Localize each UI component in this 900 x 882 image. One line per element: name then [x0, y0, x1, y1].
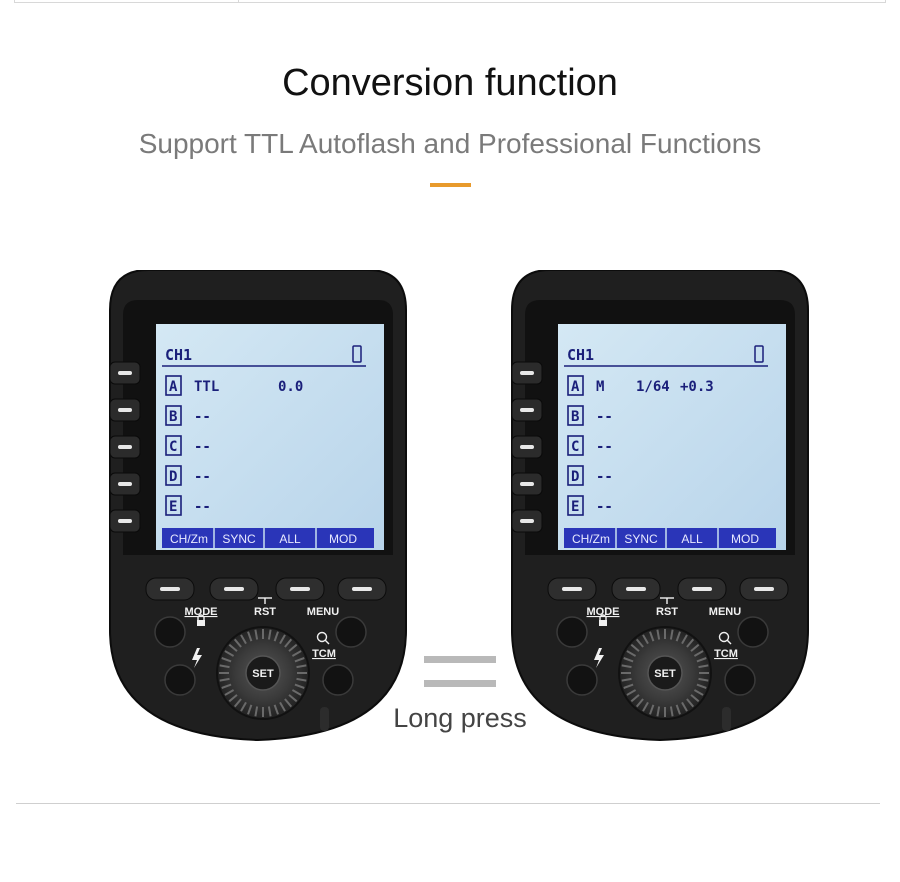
group-letter: D: [571, 469, 579, 485]
long-press-caption: Long press: [393, 703, 527, 733]
softkey-bar: [564, 528, 776, 548]
softkey-label: CH/Zm: [572, 532, 610, 546]
softkey-label: SYNC: [624, 532, 658, 546]
group-letter-box: [567, 435, 584, 456]
page-subtitle: Support TTL Autoflash and Professional F…: [138, 128, 762, 159]
round-button[interactable]: [566, 664, 598, 696]
set-button[interactable]: [245, 655, 281, 691]
rst-label: RST: [656, 606, 678, 618]
tcm-label: TCM: [312, 648, 336, 660]
round-button[interactable]: [322, 664, 354, 696]
mode-label: MODE: [587, 606, 620, 618]
softkey-label: MOD: [329, 532, 357, 546]
lock-icon: [197, 620, 205, 626]
round-button[interactable]: [154, 616, 186, 648]
lcd-screen: [558, 324, 786, 550]
page-title: Conversion function: [282, 62, 618, 104]
round-button[interactable]: [164, 664, 196, 696]
softkey-bar: [162, 528, 374, 548]
menu-label: MENU: [709, 606, 741, 618]
group-mode: --: [194, 499, 211, 515]
group-letter-box: [165, 495, 182, 516]
bottom-divider: [16, 803, 880, 804]
group-mode: M: [596, 379, 604, 395]
softkey-label: ALL: [279, 532, 301, 546]
group-letter-box: [567, 495, 584, 516]
group-letter-box: [165, 465, 182, 486]
zoom-icon: [316, 631, 328, 643]
lcd-screen: [156, 324, 384, 550]
group-letter: C: [571, 439, 579, 455]
group-letter: B: [169, 409, 177, 425]
group-mode: --: [596, 409, 613, 425]
group-letter-box: [567, 405, 584, 426]
battery-icon: [352, 345, 362, 363]
tcm-label: TCM: [714, 648, 738, 660]
softkey-label: MOD: [731, 532, 759, 546]
strap-notch: [320, 707, 329, 731]
lcd-channel: CH1: [165, 346, 192, 364]
round-button[interactable]: [737, 616, 769, 648]
group-letter-box: [567, 375, 584, 396]
group-letter: A: [169, 379, 178, 395]
round-button[interactable]: [724, 664, 756, 696]
lock-icon: [599, 620, 607, 626]
group-ratio: 1/64: [636, 379, 670, 395]
softkey-label: SYNC: [222, 532, 256, 546]
group-letter-box: [165, 405, 182, 426]
accent-underline: [430, 183, 471, 187]
group-letter-box: [165, 375, 182, 396]
flash-icon: [192, 648, 202, 668]
group-mode: --: [596, 439, 613, 455]
equals-icon: [424, 656, 496, 688]
group-mode: --: [194, 409, 211, 425]
group-letter: E: [571, 499, 579, 515]
round-button[interactable]: [556, 616, 588, 648]
group-letter: B: [571, 409, 579, 425]
group-letter: C: [169, 439, 177, 455]
group-value: 0.0: [278, 379, 303, 395]
group-mode: --: [194, 439, 211, 455]
flash-icon: [594, 648, 604, 668]
group-mode: --: [596, 499, 613, 515]
group-letter: D: [169, 469, 177, 485]
set-label: SET: [252, 668, 274, 680]
group-value: +0.3: [680, 379, 714, 395]
top-tab-bar: [14, 0, 886, 3]
softkey-label: CH/Zm: [170, 532, 208, 546]
strap-notch: [722, 707, 731, 731]
menu-label: MENU: [307, 606, 339, 618]
group-letter: E: [169, 499, 177, 515]
set-button[interactable]: [647, 655, 683, 691]
group-letter-box: [567, 465, 584, 486]
group-mode: --: [194, 469, 211, 485]
zoom-icon: [718, 631, 730, 643]
top-tab-divider: [238, 0, 239, 3]
group-letter-box: [165, 435, 182, 456]
group-letter: A: [571, 379, 580, 395]
battery-icon: [754, 345, 764, 363]
group-mode: --: [596, 469, 613, 485]
rst-label: RST: [254, 606, 276, 618]
set-label: SET: [654, 668, 676, 680]
group-mode: TTL: [194, 379, 219, 395]
softkey-label: ALL: [681, 532, 703, 546]
lcd-channel: CH1: [567, 346, 594, 364]
round-button[interactable]: [335, 616, 367, 648]
mode-label: MODE: [185, 606, 218, 618]
